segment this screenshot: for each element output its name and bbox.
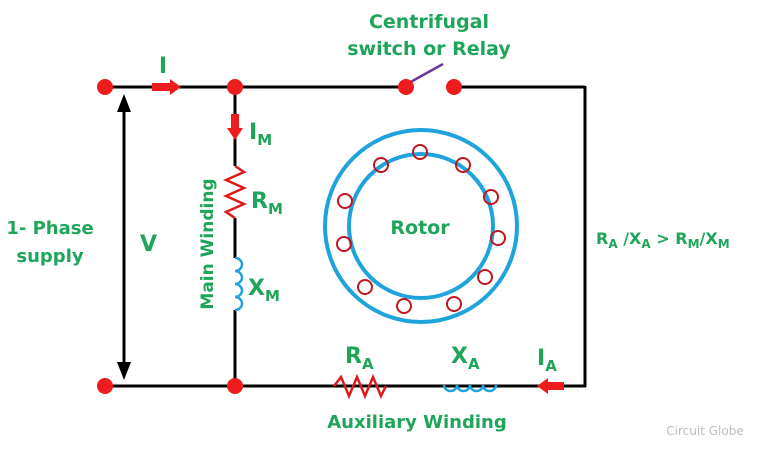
label-rotor: Rotor bbox=[390, 217, 450, 239]
rotor-slot bbox=[373, 157, 389, 173]
label-current-aux: IA bbox=[537, 346, 557, 375]
rotor bbox=[323, 128, 519, 324]
main-resistor-icon bbox=[222, 164, 248, 220]
current-arrow-aux bbox=[537, 378, 564, 394]
rotor-slot bbox=[396, 298, 412, 314]
rotor-slot bbox=[483, 189, 499, 205]
node-top-junction bbox=[227, 79, 243, 95]
label-voltage: V bbox=[140, 232, 157, 257]
label-supply-line1: 1- Phase bbox=[6, 218, 93, 239]
rotor-slot bbox=[336, 236, 352, 252]
rotor-slot bbox=[490, 230, 506, 246]
label-current-total: I bbox=[159, 54, 167, 79]
stator-outer-ring bbox=[323, 128, 519, 324]
aux-resistor-icon bbox=[333, 373, 388, 400]
node-switch-right bbox=[446, 79, 462, 95]
label-switch-line1: Centrifugal bbox=[369, 11, 489, 33]
label-ratio: RA /XA > RM/XM bbox=[596, 229, 730, 251]
rotor-slot bbox=[446, 296, 462, 312]
current-arrow-total bbox=[152, 79, 181, 95]
label-switch-line2: switch or Relay bbox=[347, 38, 511, 60]
label-aux-winding: Auxiliary Winding bbox=[327, 412, 506, 433]
current-arrow-main bbox=[227, 114, 243, 140]
label-main-winding: Main Winding bbox=[198, 178, 218, 309]
switch-arm bbox=[406, 62, 444, 86]
rotor-slots bbox=[336, 144, 506, 314]
label-current-main: IM bbox=[249, 120, 272, 149]
node-bottom-left bbox=[97, 378, 113, 394]
rotor-slot bbox=[412, 144, 428, 160]
nodes bbox=[97, 79, 462, 394]
voltage-arrow bbox=[117, 94, 131, 380]
node-top-left bbox=[97, 79, 113, 95]
main-inductor-icon bbox=[234, 256, 244, 312]
label-x-main: XM bbox=[248, 276, 280, 305]
watermark: Circuit Globe bbox=[666, 424, 743, 438]
rotor-slot bbox=[455, 157, 471, 173]
aux-inductor-icon bbox=[442, 384, 498, 393]
label-r-main: RM bbox=[251, 189, 283, 218]
rotor-inner-ring bbox=[347, 152, 495, 300]
rotor-slot bbox=[357, 279, 373, 295]
rotor-slot bbox=[477, 269, 493, 285]
node-switch-left bbox=[398, 79, 414, 95]
node-bottom-junction bbox=[227, 378, 243, 394]
label-x-aux: XA bbox=[451, 344, 480, 373]
label-supply-line2: supply bbox=[16, 246, 83, 267]
rotor-slot bbox=[337, 193, 353, 209]
label-r-aux: RA bbox=[345, 344, 374, 373]
